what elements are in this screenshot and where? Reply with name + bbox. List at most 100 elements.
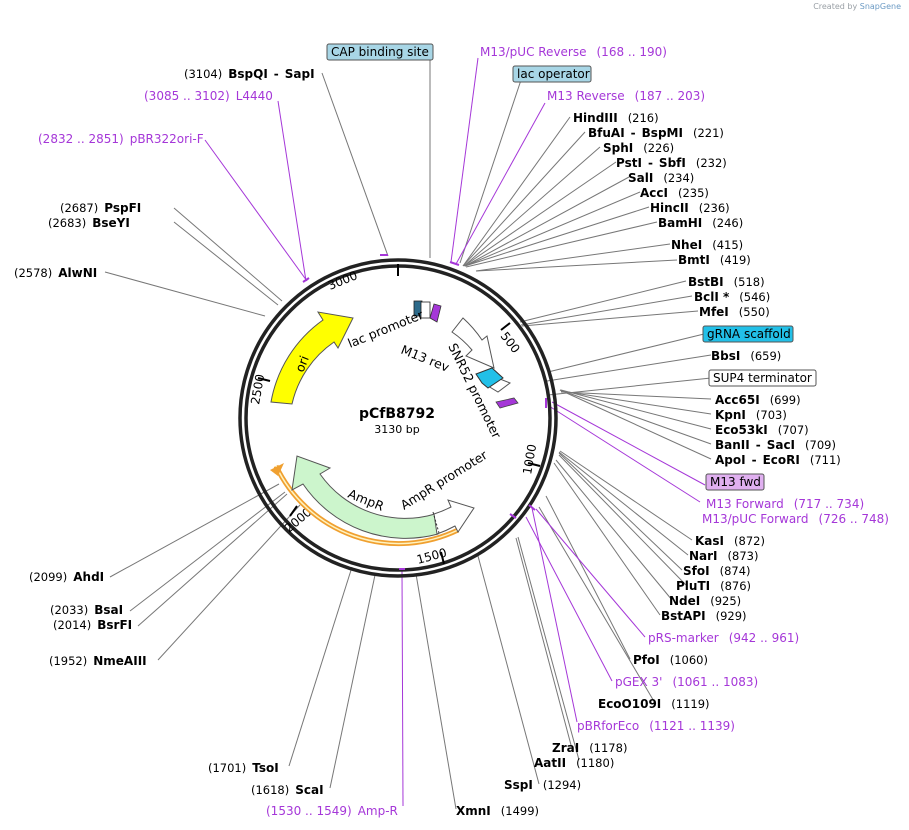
name: ScaI	[295, 783, 323, 797]
pos: (1180)	[576, 756, 614, 770]
name: pRS-marker	[648, 631, 719, 645]
pos: (1060)	[670, 653, 708, 667]
name2: SapI	[285, 67, 315, 81]
name: BamHI	[658, 216, 702, 230]
label-nari: NarI (873)	[689, 549, 758, 563]
name: SspI	[504, 778, 533, 792]
label-amp-r-primer: (1530 .. 1549)Amp-R	[266, 804, 398, 818]
name: HincII	[650, 201, 689, 215]
grna-box	[702, 325, 794, 343]
label-sphi: SphI(226)	[603, 141, 674, 155]
feature-m13-rev-label: M13 rev	[399, 342, 452, 375]
label-sali: SalI(234)	[628, 171, 694, 185]
label-bspqi: (3104)BspQI-SapI	[184, 67, 315, 81]
pos: (2687)	[60, 201, 98, 215]
range: (717 .. 734)	[794, 497, 864, 511]
leader-lines	[104, 60, 712, 810]
pos: (703)	[756, 408, 787, 422]
name: M13 Forward	[706, 497, 784, 511]
sep: -	[274, 67, 279, 81]
name: pBRforEco	[577, 719, 639, 733]
name: BmtI	[678, 253, 710, 267]
pos: (1701)	[208, 761, 246, 775]
label-pbrforeco: pBRforEco (1121 .. 1139)	[577, 719, 735, 733]
name: L4440	[236, 89, 273, 103]
pos: (1499)	[501, 804, 539, 818]
cap-box	[326, 43, 434, 61]
label-ecoo109i: EcoO109I(1119)	[598, 697, 710, 711]
name: Amp-R	[358, 804, 398, 818]
pos: (226)	[643, 141, 674, 155]
name: BseYI	[92, 216, 130, 230]
range: (3085 .. 3102)	[144, 89, 230, 103]
name2: SbfI	[659, 156, 686, 170]
name: pBR322ori-F	[130, 132, 204, 146]
name: BstAPI	[661, 609, 706, 623]
pos: (546)	[739, 290, 770, 304]
label-pluti: PluTI(876)	[676, 579, 751, 593]
label-hincii: HincII(236)	[650, 201, 730, 215]
label-kpni: KpnI (703)	[715, 408, 787, 422]
pos: (925)	[710, 594, 741, 608]
pos: (876)	[720, 579, 751, 593]
label-psti: PstI-SbfI(232)	[616, 156, 727, 170]
name: PfoI	[633, 653, 660, 667]
name: KasI	[695, 534, 724, 548]
name: M13/pUC Reverse	[480, 45, 587, 59]
label-bfuai: BfuAI-BspMI(221)	[588, 126, 724, 140]
name: NmeAIII	[93, 654, 146, 668]
label-nhei: NheI(415)	[671, 238, 743, 252]
ticks	[257, 264, 541, 565]
range: (168 .. 190)	[597, 45, 667, 59]
label-bmti: BmtI(419)	[678, 253, 751, 267]
pos: (1294)	[543, 778, 581, 792]
sep: -	[648, 156, 653, 170]
ampr-highlight-arc-inner	[275, 465, 459, 545]
m13fwd-box-label: M13 fwd	[710, 475, 761, 489]
m13fwd-box	[705, 473, 765, 491]
pos: (1178)	[589, 741, 627, 755]
feature-m13-fwd	[495, 397, 519, 409]
pos: (709)	[805, 438, 836, 452]
label-sfoi: SfoI(874)	[683, 564, 751, 578]
name: SfoI	[683, 564, 710, 578]
range: (1121 .. 1139)	[649, 719, 735, 733]
label-m13puc-forward: M13/pUC Forward(726 .. 748)	[702, 512, 889, 526]
label-xmni: XmnI(1499)	[456, 804, 539, 818]
name: pGEX 3'	[615, 675, 662, 689]
pos: (235)	[678, 186, 709, 200]
pos: (873)	[728, 549, 759, 563]
label-scai: (1618)ScaI	[251, 783, 324, 797]
name: BanII	[715, 438, 750, 452]
label-pfoi: PfoI (1060)	[633, 653, 708, 667]
name: SalI	[628, 171, 653, 185]
pos: (1119)	[671, 697, 709, 711]
sep: -	[631, 126, 636, 140]
label-m13puc-reverse: M13/pUC Reverse (168 .. 190)	[480, 45, 667, 59]
pos: (216)	[628, 111, 659, 125]
credit-prefix: Created by	[813, 2, 858, 11]
tick-1000: 1000	[520, 443, 539, 476]
name: BfuAI	[588, 126, 625, 140]
range: (726 .. 748)	[819, 512, 889, 526]
plasmid-name: pCfB8792	[359, 406, 435, 422]
label-bstbi: BstBI(518)	[688, 275, 765, 289]
label-aatii: AatII(1180)	[534, 756, 614, 770]
label-prsmarker: pRS-marker(942 .. 961)	[648, 631, 799, 645]
label-tsoi: (1701)TsoI	[208, 761, 279, 775]
label-ndei: NdeI(925)	[669, 594, 741, 608]
feature-grna-scaffold	[475, 367, 504, 389]
pos: (659)	[750, 349, 781, 363]
label-bbsi: BbsI(659)	[711, 349, 781, 363]
label-alwni: (2578)AlwNI	[14, 266, 97, 280]
pos: (550)	[739, 305, 770, 319]
range: (2832 .. 2851)	[38, 132, 124, 146]
name: NarI	[689, 549, 718, 563]
backbone-outer	[238, 258, 558, 578]
lac-operator-box-label: lac operator	[517, 67, 590, 81]
pos: (232)	[696, 156, 727, 170]
name2: EcoRI	[763, 453, 800, 467]
feature-ori-label: ori	[292, 353, 312, 374]
name: KpnI	[715, 408, 746, 422]
tick-2500: 2500	[248, 373, 267, 406]
